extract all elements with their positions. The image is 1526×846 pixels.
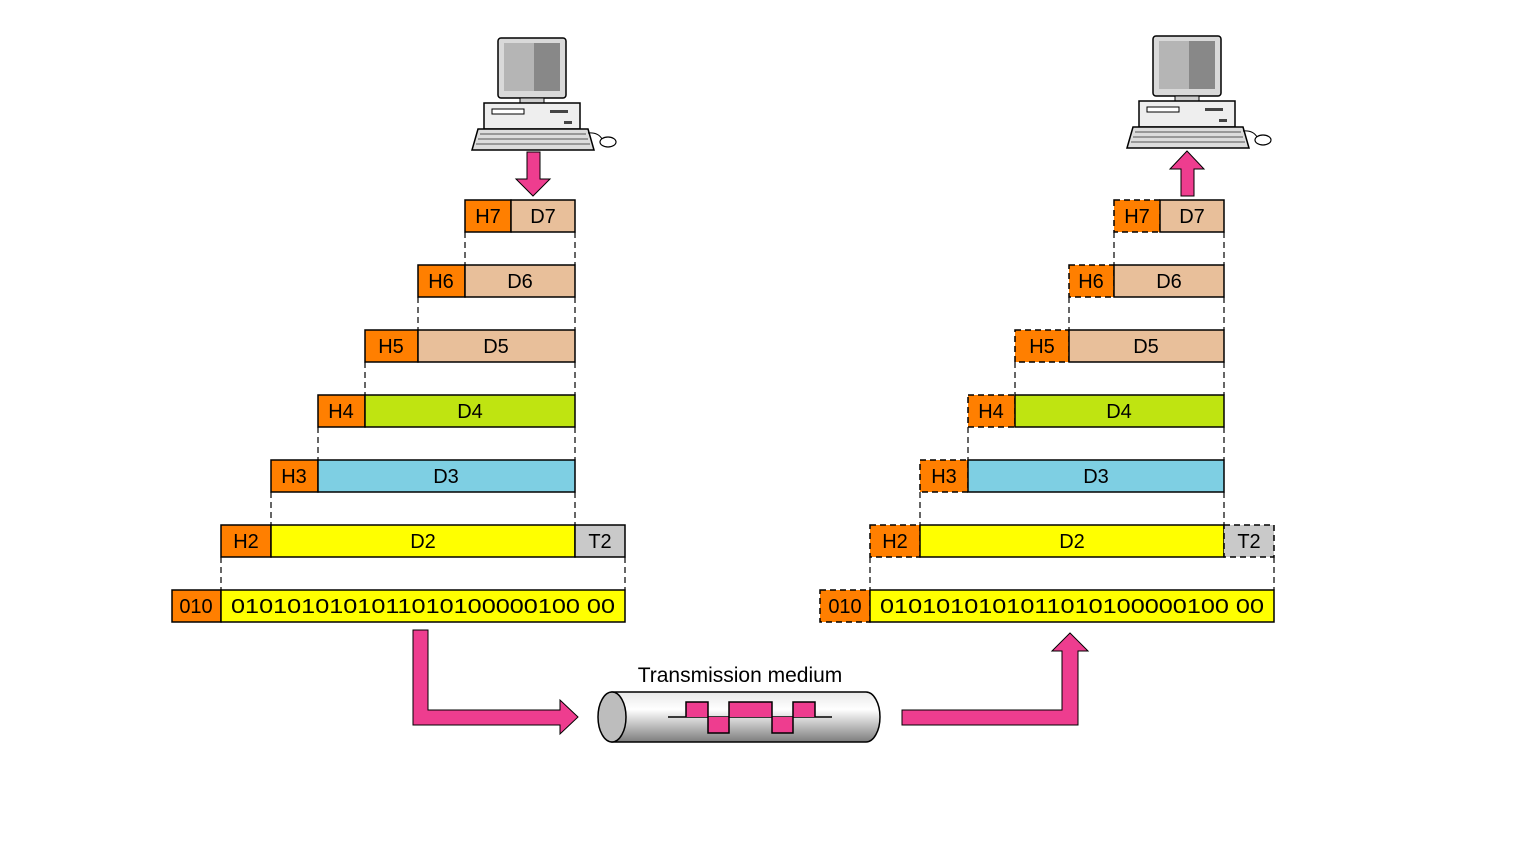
sender-layer-6: H6 D6	[417, 264, 576, 298]
data-d4: D4	[457, 401, 483, 423]
receiver-bitstream: 010 0101010101011010100000100 00	[819, 589, 1275, 623]
header-h3: H3	[281, 466, 307, 488]
receiver-up-arrow-icon	[1168, 150, 1206, 197]
bit-prefix: 010	[179, 596, 212, 618]
data-d7: D7	[1179, 206, 1205, 228]
header-h5: H5	[1029, 336, 1055, 358]
header-h7: H7	[1124, 206, 1150, 228]
sender-layer-3: H3 D3	[270, 459, 576, 493]
header-h3: H3	[931, 466, 957, 488]
trailer-t2: T2	[1237, 531, 1260, 553]
receiver-computer-icon	[1126, 35, 1272, 149]
header-h2: H2	[233, 531, 259, 553]
medium-label: Transmission medium	[638, 664, 843, 687]
receiver-stack: H7 D7 H6 D6 H5 D5 H4 D4 H3 D3	[819, 199, 1275, 623]
sender-bitstream: 010 0101010101011010100000100 00	[171, 589, 626, 623]
data-d5: D5	[483, 336, 509, 358]
bit-stream: 0101010101011010100000100 00	[880, 596, 1264, 618]
header-h5: H5	[378, 336, 404, 358]
sender-layer-2: H2 D2 T2	[220, 524, 626, 558]
receiver-layer-2: H2 D2 T2	[869, 524, 1275, 558]
data-d5: D5	[1133, 336, 1159, 358]
data-d6: D6	[1156, 271, 1182, 293]
header-h7: H7	[475, 206, 501, 228]
sender-stack: H7 D7 H6 D6 H5 D5 H4 D4 H3 D3	[171, 199, 626, 623]
header-h4: H4	[978, 401, 1004, 423]
receiver-layer-3: H3 D3	[919, 459, 1225, 493]
header-h6: H6	[428, 271, 454, 293]
data-d6: D6	[507, 271, 533, 293]
receiver-layer-4: H4 D4	[967, 394, 1225, 428]
sender-down-arrow-icon	[514, 151, 552, 197]
receiver-layer-6: H6 D6	[1068, 264, 1225, 298]
receiver-layer-5: H5 D5	[1014, 329, 1225, 363]
header-h6: H6	[1078, 271, 1104, 293]
header-h2: H2	[882, 531, 908, 553]
data-d2: D2	[1059, 531, 1085, 553]
bit-prefix: 010	[828, 596, 861, 618]
bit-stream: 0101010101011010100000100 00	[231, 596, 615, 618]
data-d7: D7	[530, 206, 556, 228]
data-d4: D4	[1106, 401, 1132, 423]
sender-to-medium-arrow-icon	[412, 629, 579, 736]
sender-layer-4: H4 D4	[317, 394, 576, 428]
trailer-t2: T2	[588, 531, 611, 553]
data-d3: D3	[433, 466, 459, 488]
sender-computer-icon	[471, 37, 617, 151]
medium-to-receiver-arrow-icon	[901, 632, 1090, 726]
sender-layer-7: H7 D7	[464, 199, 576, 233]
transmission-medium-cable-icon	[597, 691, 881, 743]
sender-layer-5: H5 D5	[364, 329, 576, 363]
receiver-layer-7: H7 D7	[1113, 199, 1225, 233]
header-h4: H4	[328, 401, 354, 423]
data-d2: D2	[410, 531, 436, 553]
signal-waveform-icon	[685, 701, 816, 734]
data-d3: D3	[1083, 466, 1109, 488]
